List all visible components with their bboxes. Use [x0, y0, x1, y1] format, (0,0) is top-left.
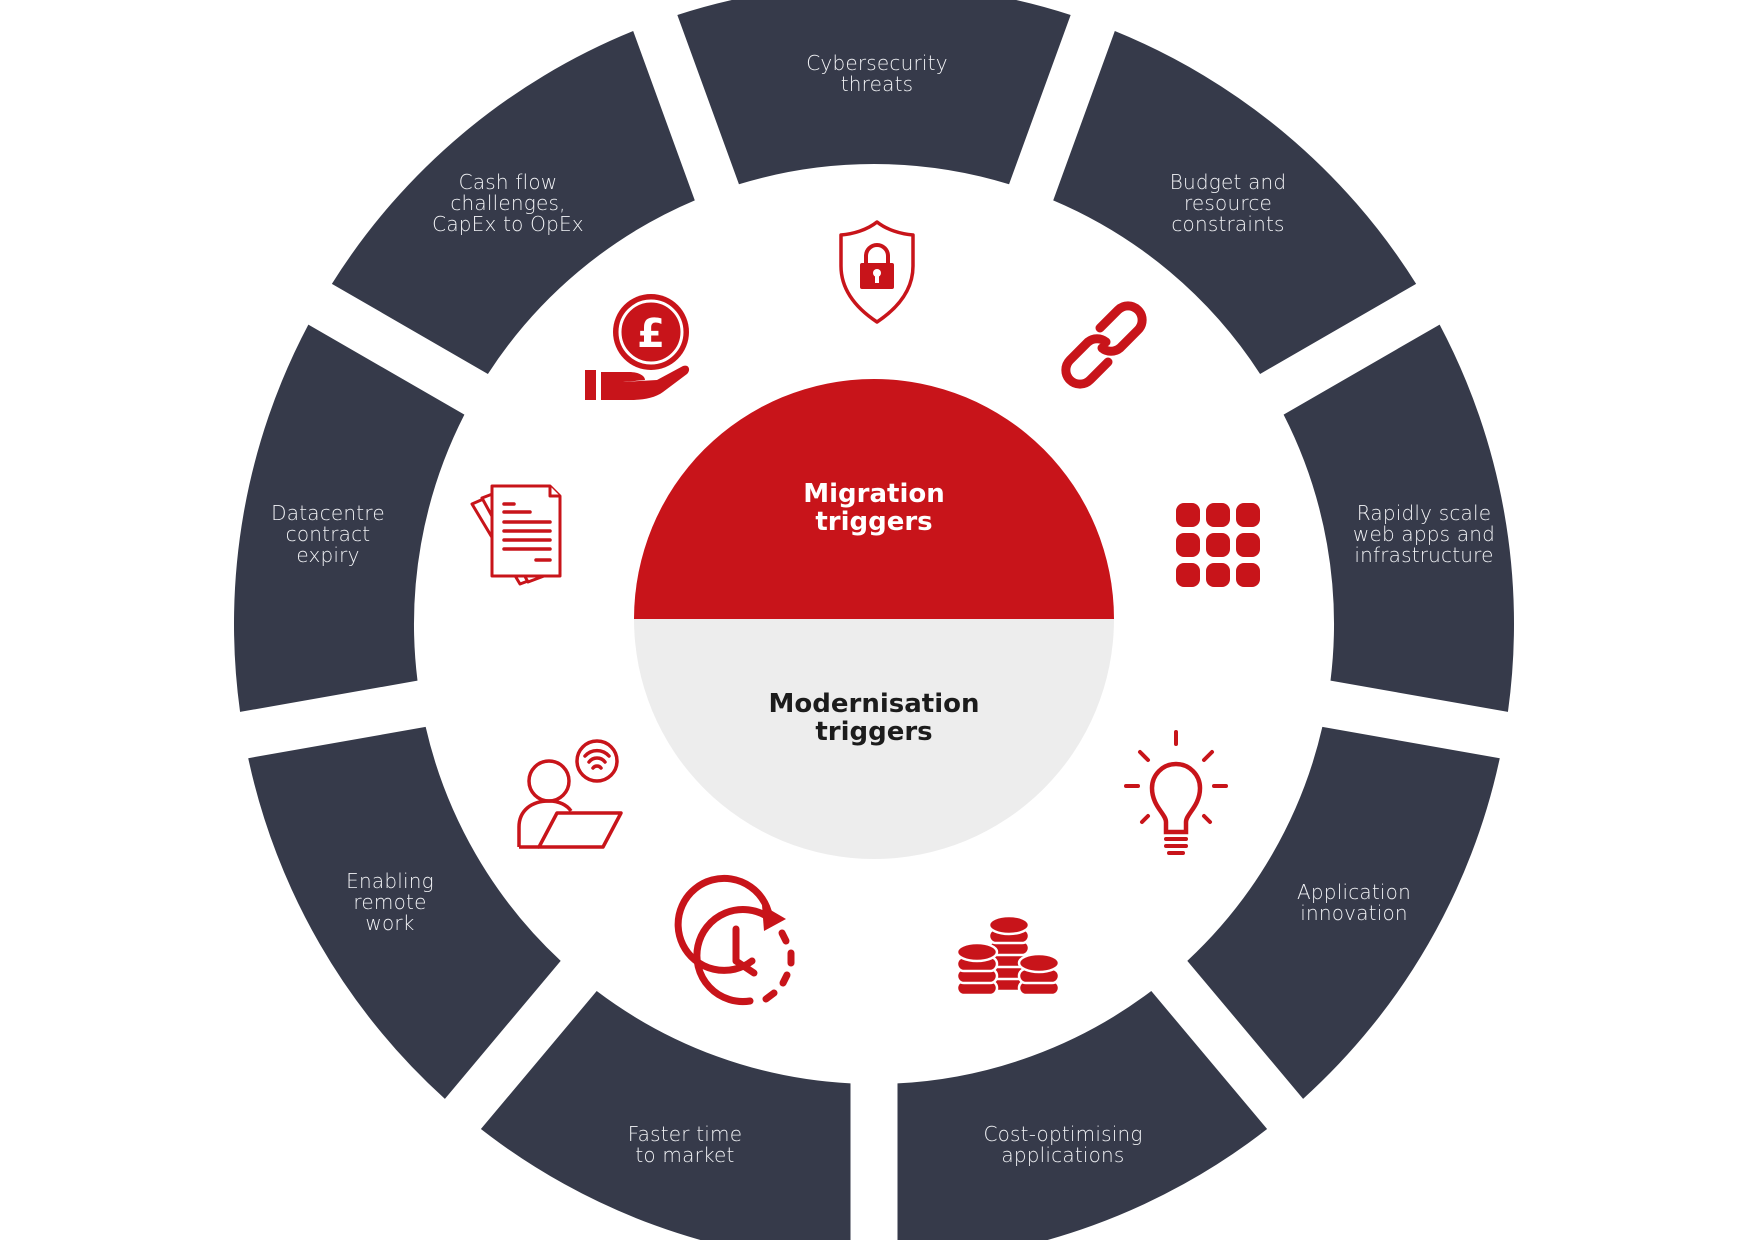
remote-worker-wifi-icon — [517, 735, 623, 851]
modernisation-triggers-label: Modernisation triggers — [769, 690, 980, 746]
ring-segment — [234, 324, 465, 712]
center-bottom-line-1: Modernisation — [768, 689, 980, 719]
segment-label-budget: Budget and resource constraints — [1170, 172, 1287, 235]
ring-segment — [248, 726, 561, 1099]
segment-label-rapidly-scale: Rapidly scale web apps and infrastructur… — [1353, 503, 1495, 566]
center-top-line-1: Migration — [803, 479, 945, 509]
ring-segment — [480, 991, 851, 1240]
label-line: web apps and — [1352, 522, 1496, 546]
svg-text:£: £ — [637, 311, 665, 357]
label-line: Datacentre — [271, 501, 385, 525]
label-line: infrastructure — [1354, 543, 1494, 567]
label-line: Cost-optimising — [983, 1122, 1143, 1146]
segment-label-application-innovation: Application innovation — [1297, 882, 1411, 924]
label-line: to market — [635, 1143, 735, 1167]
documents-icon — [468, 480, 574, 586]
label-line: challenges, — [450, 191, 566, 215]
label-line: innovation — [1300, 901, 1408, 925]
label-line: threats — [840, 72, 914, 96]
segment-label-enabling-remote-work: Enabling remote work — [346, 871, 434, 934]
app-grid-icon — [1176, 503, 1260, 587]
center-top-line-2: triggers — [815, 507, 933, 537]
segment-label-cybersecurity: Cybersecurity threats — [806, 53, 947, 95]
clock-refresh-icon — [674, 874, 796, 1009]
label-line: constraints — [1171, 212, 1285, 236]
ring-segment — [331, 31, 695, 374]
segment-label-datacentre: Datacentre contract expiry — [271, 503, 385, 566]
label-line: Enabling — [346, 869, 434, 893]
migration-half — [634, 379, 1114, 619]
label-line: resource — [1183, 191, 1273, 215]
label-line: Budget and — [1169, 170, 1287, 194]
label-line: contract — [285, 522, 371, 546]
segment-label-cost-optimising: Cost-optimising applications — [983, 1124, 1142, 1166]
label-line: Faster time — [627, 1122, 743, 1146]
ring-segment — [897, 991, 1268, 1240]
migration-triggers-label: Migration triggers — [803, 480, 944, 536]
ring-segment — [1187, 726, 1500, 1099]
label-line: Cybersecurity — [806, 51, 948, 75]
lightbulb-icon — [1124, 730, 1228, 858]
ring-segments — [234, 0, 1514, 1240]
shield-lock-icon — [837, 218, 917, 326]
label-line: Cash flow — [458, 170, 558, 194]
segment-label-faster-time: Faster time to market — [628, 1124, 742, 1166]
label-line: expiry — [296, 543, 360, 567]
chain-link-icon — [1058, 298, 1150, 392]
label-line: CapEx to OpEx — [432, 212, 584, 236]
ring-segment — [1053, 31, 1417, 374]
label-line: Application — [1297, 880, 1411, 904]
segment-label-cash-flow: Cash flow challenges, CapEx to OpEx — [432, 172, 584, 235]
ring-segment — [1283, 324, 1514, 712]
center-bottom-line-2: triggers — [815, 717, 933, 747]
coin-stacks-icon — [955, 914, 1061, 999]
label-line: work — [365, 911, 415, 935]
hand-pound-coin-icon: £ — [583, 290, 690, 400]
label-line: Rapidly scale — [1356, 501, 1492, 525]
label-line: applications — [1001, 1143, 1125, 1167]
label-line: remote — [353, 890, 427, 914]
center-circle — [634, 379, 1114, 859]
modernisation-half — [634, 619, 1114, 859]
ring-segment — [677, 0, 1071, 185]
